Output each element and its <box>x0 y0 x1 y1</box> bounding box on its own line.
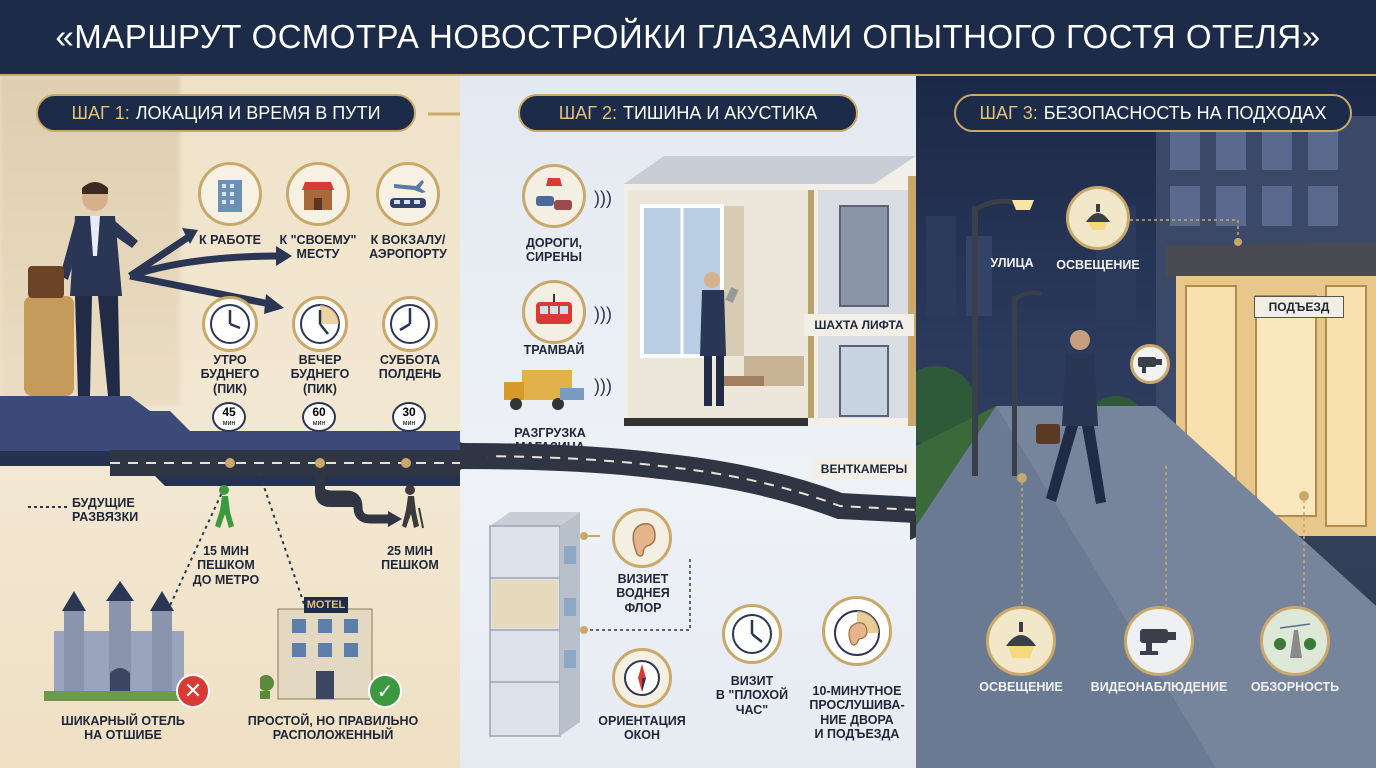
title-text: «МАРШРУТ ОСМОТРА НОВОСТРОЙКИ ГЛАЗАМИ ОПЫ… <box>55 18 1321 55</box>
stopwatch-30-unit: мин <box>402 420 416 427</box>
clock-morning-icon <box>202 296 258 352</box>
time-evening-label: ВЕЧЕР БУДНЕГО (пик) <box>290 353 350 396</box>
step3-panel: ПОДЪЕЗД УЛИЦА ОСВЕЩЕНИЕ <box>916 76 1376 768</box>
dotted-connector-lamp <box>1130 219 1242 246</box>
stopwatch-30: 30 мин <box>392 402 426 432</box>
compass-icon <box>612 648 672 708</box>
stopwatch-45-unit: мин <box>222 420 236 427</box>
walkway <box>916 406 1376 768</box>
bottom-visibility-label: ОБЗОРНОСТЬ <box>1250 680 1340 694</box>
lamp-icon <box>986 606 1056 676</box>
tram-icon <box>522 280 586 344</box>
apartment-cutaway <box>624 156 916 426</box>
lighting-top-label: ОСВЕЩЕНИЕ <box>1056 258 1140 272</box>
sound-waves-icon: ))) <box>594 376 612 396</box>
dotted-connectors-3 <box>1017 466 1309 606</box>
street-label: УЛИЦА <box>990 256 1034 270</box>
dotted-connectors-2 <box>580 532 691 634</box>
winding-path <box>318 480 402 527</box>
noise-road-label: ДОРОГИ, СИРЕНЫ <box>525 236 583 265</box>
entrance-sign: ПОДЪЕЗД <box>1254 296 1344 318</box>
clock-evening-icon <box>292 296 348 352</box>
walk-25-label: 25 МИН ПЕШКОМ <box>381 544 439 573</box>
step3-pill: ШАГ 3: БЕЗОПАСНОСТЬ НА ПОДХОДАХ <box>954 94 1352 132</box>
step2-panel: ШАГ 2: ТИШИНА И АКУСТИКА ))) ДОРОГИ, СИР… <box>460 76 916 768</box>
stopwatch-60-unit: мин <box>312 420 326 427</box>
elderly-walker-icon <box>402 485 424 529</box>
train-plane-icon <box>376 162 440 226</box>
sound-waves-icon: ))) <box>594 188 612 208</box>
step1-prefix: ШАГ 1: <box>71 102 130 123</box>
direction-arrows <box>128 228 292 314</box>
stopwatch-60: 60 мин <box>302 402 336 432</box>
cross-icon: ✕ <box>176 674 210 708</box>
sound-waves-icon: ))) <box>594 304 612 324</box>
future-junctions-label: БУДУЩИЕ РАЗВЯЗКИ <box>72 496 139 525</box>
step1-pill: ШАГ 1: ЛОКАЦИЯ И ВРЕМЯ В ПУТИ <box>36 94 416 132</box>
lamp-icon <box>1066 186 1130 250</box>
stopwatch-30-value: 30 <box>402 405 416 419</box>
road-segment-2 <box>460 443 916 523</box>
step2-label: ТИШИНА И АКУСТИКА <box>623 102 818 123</box>
road-siren-icon <box>522 164 586 228</box>
time-saturday-label: СУББОТА ПОЛДЕНЬ <box>378 353 442 382</box>
step1-label: ЛОКАЦИЯ И ВРЕМЯ В ПУТИ <box>135 102 381 123</box>
walking-person-icon <box>215 485 234 528</box>
windows-orientation-label: ОРИЕНТАЦИЯ ОКОН <box>598 714 686 743</box>
step1-panel: ШАГ 1: ЛОКАЦИЯ И ВРЕМЯ В ПУТИ К РАБОТЕ К… <box>0 76 460 768</box>
motel-building-icon <box>260 608 373 700</box>
street-lamps <box>972 198 1043 476</box>
stopwatch-45-value: 45 <box>222 405 236 419</box>
stopwatch-60-value: 60 <box>312 405 326 419</box>
building-section-icon <box>489 512 580 737</box>
road-arrow-head-1 <box>460 442 490 470</box>
clock-bad-hour-icon <box>722 604 782 664</box>
bottom-lighting-label: ОСВЕЩЕНИЕ <box>979 680 1063 694</box>
step2-pill: ШАГ 2: ТИШИНА И АКУСТИКА <box>518 94 858 132</box>
road-segment <box>110 450 460 507</box>
night-walker-figure <box>1036 330 1106 504</box>
hotel-bad-label: ШИКАРНЫЙ ОТЕЛЬ НА ОТШИБЕ <box>61 714 185 743</box>
page-title: «МАРШРУТ ОСМОТРА НОВОСТРОЙКИ ГЛАЗАМИ ОПЫ… <box>0 0 1376 76</box>
cctv-camera-small-icon <box>1130 344 1170 384</box>
step3-prefix: ШАГ 3: <box>979 102 1038 123</box>
elevator-shaft-label: ШАХТА ЛИФТА <box>804 314 914 336</box>
visit-floor-label: ВИЗИЕТ ВОДНЕЯ ФЛОР <box>616 572 670 615</box>
listen-label: 10-МИНУТНОЕ ПРОСЛУШИВА- НИЕ ДВОРА И ПОДЪ… <box>809 684 905 742</box>
bottom-cctv-label: ВИДЕОНАБЛЮДЕНИЕ <box>1090 680 1228 694</box>
noise-tram-label: ТРАМВАЙ <box>523 343 585 357</box>
stopwatch-ear-icon <box>822 596 892 666</box>
destination-work-label: К РАБОТЕ <box>198 233 262 247</box>
hotel-good-label: ПРОСТОЙ, НО ПРАВИЛЬНО РАСПОЛОЖЕННЫЙ <box>247 714 419 743</box>
stopwatch-45: 45 мин <box>212 402 246 432</box>
bad-hour-label: ВИЗИТ В "ПЛОХОЙ ЧАС" <box>715 674 789 717</box>
traveler-figure <box>24 182 138 396</box>
time-morning-label: УТРО БУДНЕГО (пик) <box>200 353 260 396</box>
shop-icon <box>286 162 350 226</box>
motel-sign: MOTEL <box>304 597 348 613</box>
walk-metro-label: 15 МИН ПЕШКОМ ДО МЕТРО <box>192 544 260 587</box>
office-building-icon <box>198 162 262 226</box>
visibility-path-icon <box>1260 606 1330 676</box>
clock-saturday-icon <box>382 296 438 352</box>
step2-prefix: ШАГ 2: <box>558 102 617 123</box>
delivery-truck-icon <box>504 370 584 410</box>
castle-hotel-icon <box>44 581 194 701</box>
ventilation-label: ВЕНТКАМЕРЫ <box>812 458 916 480</box>
cctv-camera-icon <box>1124 606 1194 676</box>
step3-label: БЕЗОПАСНОСТЬ НА ПОДХОДАХ <box>1043 102 1327 123</box>
check-icon: ✓ <box>368 674 402 708</box>
ear-icon <box>612 508 672 568</box>
destination-station-label: К ВОКЗАЛУ/ АЭРОПОРТУ <box>369 233 447 262</box>
destination-place-label: К "СВОЕМУ" МЕСТУ <box>279 233 357 262</box>
